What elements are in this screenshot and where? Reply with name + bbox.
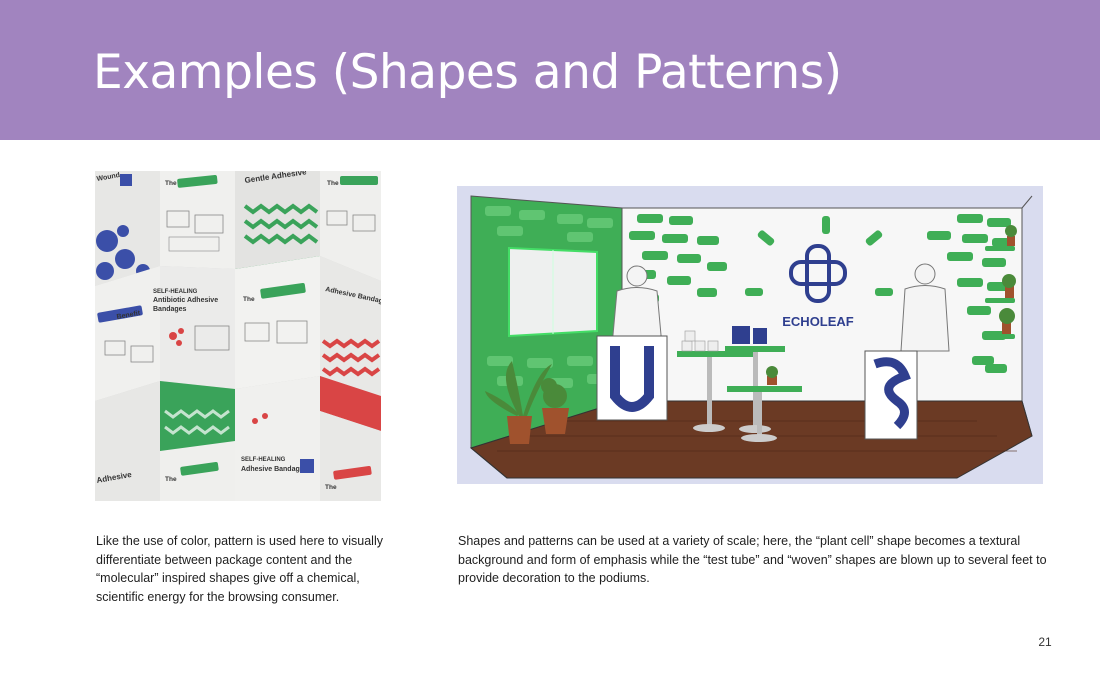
mannequin-right — [900, 263, 950, 352]
box-text-self-healing-2: SELF-HEALING — [241, 457, 286, 463]
box-text-bandages-1: Bandages — [153, 306, 187, 313]
title-banner — [0, 0, 1100, 140]
echoleaf-logo — [789, 244, 847, 303]
box-text-the-3: The — [243, 296, 255, 303]
box-text-the-1: The — [165, 180, 177, 187]
box-text-self-healing-1: SELF-HEALING — [153, 289, 198, 295]
box-text-the-4: The — [165, 476, 177, 483]
box-text-the-5: The — [325, 484, 337, 491]
podium-left — [596, 335, 668, 421]
mannequin-left — [611, 265, 663, 347]
display-tables — [677, 326, 802, 442]
box-text-wound: Wound — [96, 172, 120, 183]
booth-brand-name: ECHOLEAF — [782, 314, 854, 329]
caption-right: Shapes and patterns can be used at a var… — [458, 534, 1047, 586]
page-number: 21 — [1038, 635, 1052, 649]
podium-right — [864, 350, 918, 440]
caption-left: Like the use of color, pattern is used h… — [96, 534, 383, 604]
box-text-adhesive-bandages-2: Adhesive Bandages — [241, 466, 308, 473]
slide-title: Examples (Shapes and Patterns) — [93, 45, 842, 100]
box-text-the-2: The — [327, 180, 339, 187]
floor-plants — [485, 361, 569, 444]
packaging-pattern-image: Wound The Gentle Adhesive The Benefit SE… — [95, 171, 381, 501]
box-text-antibiotic: Antibiotic Adhesive — [153, 297, 218, 304]
box-text-benefit-1: Benefit — [116, 310, 141, 321]
trade-booth-image: ECHOLEAF — [457, 186, 1043, 484]
